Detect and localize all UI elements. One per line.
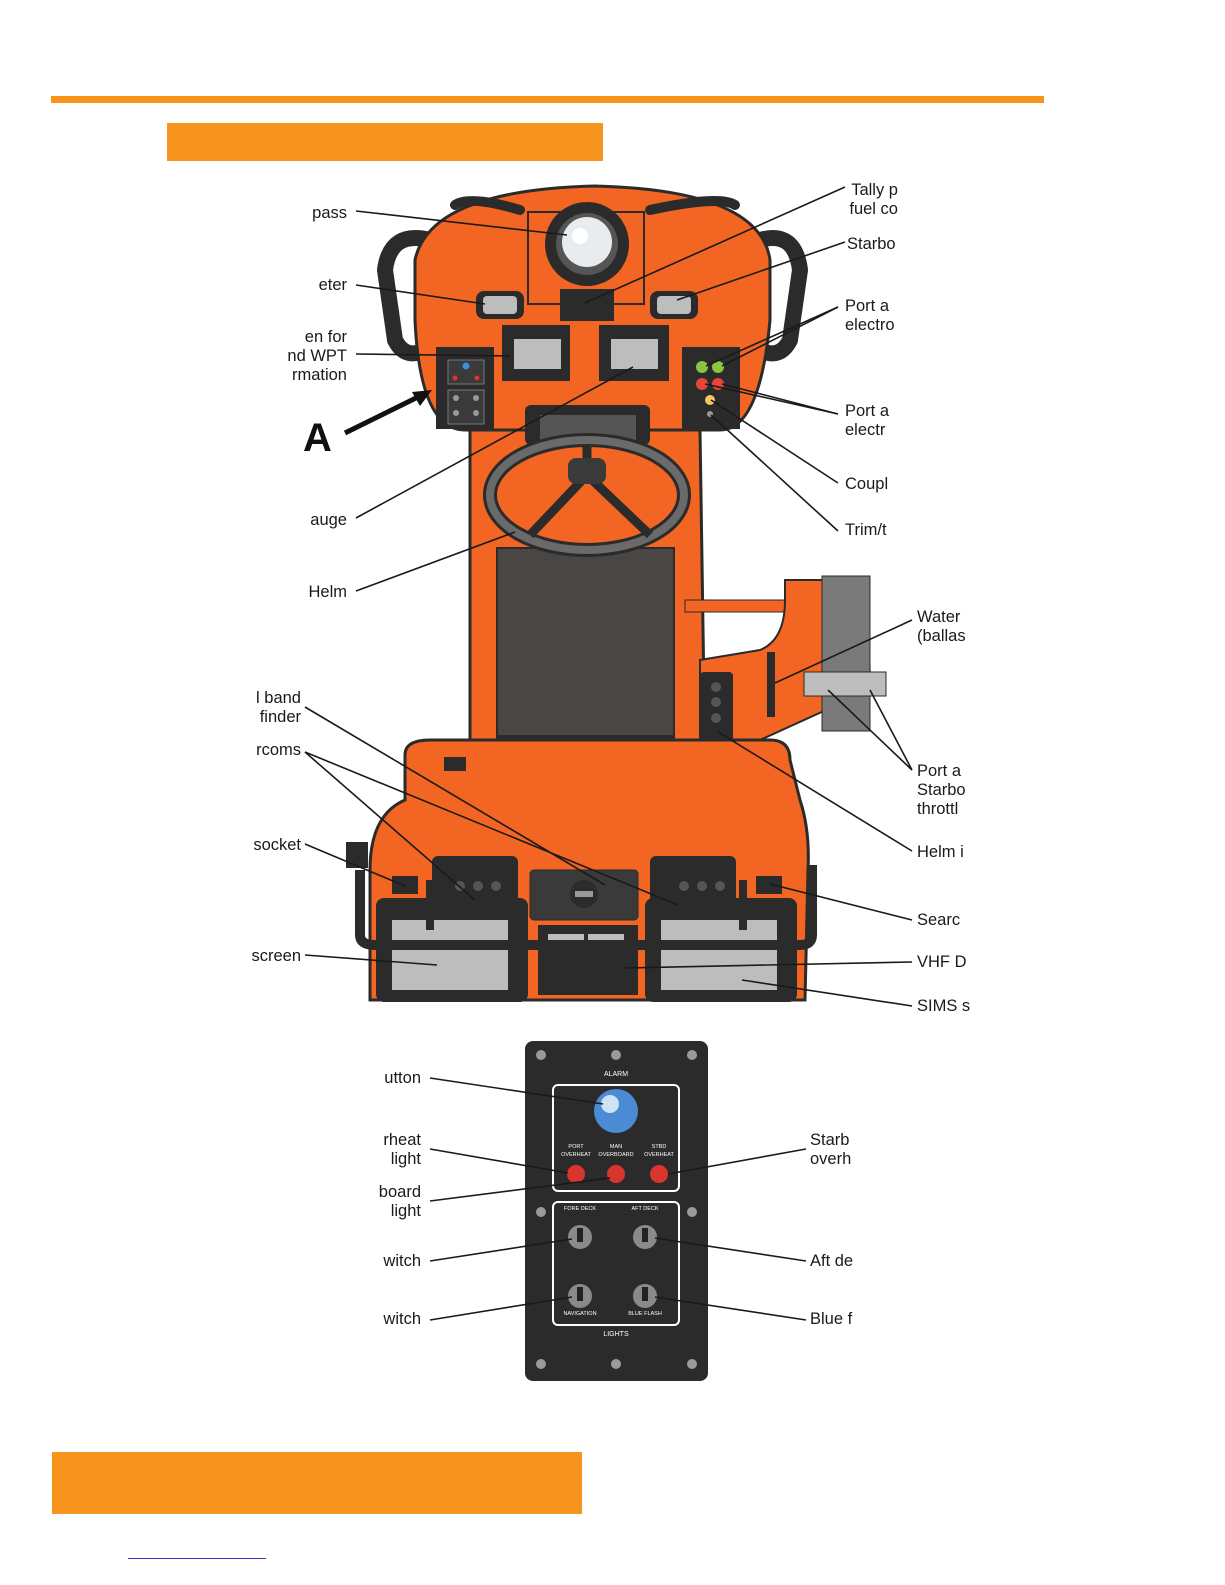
panel-stbd-overheat-text: STBD OVERHEAT xyxy=(644,1144,674,1158)
label-aft-de: Aft de xyxy=(810,1252,854,1270)
label-vhf: VHF D xyxy=(917,953,967,971)
port-overheat-light xyxy=(567,1165,585,1183)
label-helm: Helm xyxy=(308,583,347,601)
label-sims: SIMS s xyxy=(917,997,971,1015)
label-alarm-button: utton xyxy=(384,1069,421,1087)
panel-aft-deck-text: AFT DECK xyxy=(631,1206,659,1212)
label-helm-i: Helm i xyxy=(917,843,964,861)
header-rule xyxy=(51,96,1044,103)
right-grab-handle xyxy=(752,230,809,362)
man-overboard-light xyxy=(607,1165,625,1183)
label-screen: screen xyxy=(251,947,301,965)
helm-intercom-box xyxy=(700,672,733,754)
wheel-hub xyxy=(568,458,606,484)
label-meter: eter xyxy=(318,276,347,294)
panel-blue-flash-text: BLUE FLASH xyxy=(628,1311,662,1317)
panel-man-overboard-text: MAN OVERBOARD xyxy=(598,1144,634,1158)
ballast-control xyxy=(767,652,775,717)
panel-navigation-text: NAVIGATION xyxy=(563,1311,597,1317)
marker-a: A xyxy=(303,416,332,460)
left-socket xyxy=(392,876,418,894)
label-compass: pass xyxy=(312,204,347,222)
compass-dome xyxy=(562,217,612,267)
label-band-finder: l band finder xyxy=(256,689,301,726)
label-trim: Trim/t xyxy=(845,521,887,539)
panel-fore-deck-text: FORE DECK xyxy=(563,1206,597,1212)
label-gauge: auge xyxy=(310,511,347,529)
search-socket xyxy=(756,876,782,894)
footer-bar xyxy=(52,1452,582,1514)
panel-port-overheat-text: PORT OVERHEAT xyxy=(561,1144,591,1158)
left-grab-handle xyxy=(376,230,438,362)
label-overboard-light: board light xyxy=(378,1183,421,1220)
lower-grab-rail xyxy=(355,865,817,950)
label-blue-f: Blue f xyxy=(810,1310,853,1328)
label-water-ballast: Water (ballas xyxy=(917,608,966,645)
label-coupl: Coupl xyxy=(845,475,889,493)
section-title-bar xyxy=(167,123,603,161)
label-screen-wpt: en for nd WPT rmation xyxy=(287,328,347,384)
label-tally-fuel: Tally p fuel co xyxy=(849,181,898,218)
label-search: Searc xyxy=(917,911,961,929)
throttle-levers xyxy=(821,575,871,732)
label-intercoms: rcoms xyxy=(256,741,301,759)
label-socket: socket xyxy=(253,836,301,854)
label-port-electro-2: Port a electr xyxy=(845,402,890,439)
label-switch-1: witch xyxy=(383,1252,421,1270)
label-starb-overh: Starb overh xyxy=(810,1131,852,1168)
panel-leader-lines xyxy=(429,1077,807,1321)
label-port-electro-1: Port a electro xyxy=(845,297,895,334)
leader-lines xyxy=(304,186,913,1007)
panel-alarm-text: ALARM xyxy=(603,1071,629,1078)
stbd-overheat-light xyxy=(650,1165,668,1183)
footer-link[interactable] xyxy=(128,1558,266,1559)
right-intercom xyxy=(650,856,736,908)
label-throttle: Port a Starbo throttl xyxy=(917,762,966,818)
label-switch-2: witch xyxy=(383,1310,421,1328)
label-overheat-light: rheat light xyxy=(383,1131,421,1168)
panel-lights-text: LIGHTS xyxy=(603,1331,629,1338)
label-starboard-top: Starbo xyxy=(847,235,896,253)
